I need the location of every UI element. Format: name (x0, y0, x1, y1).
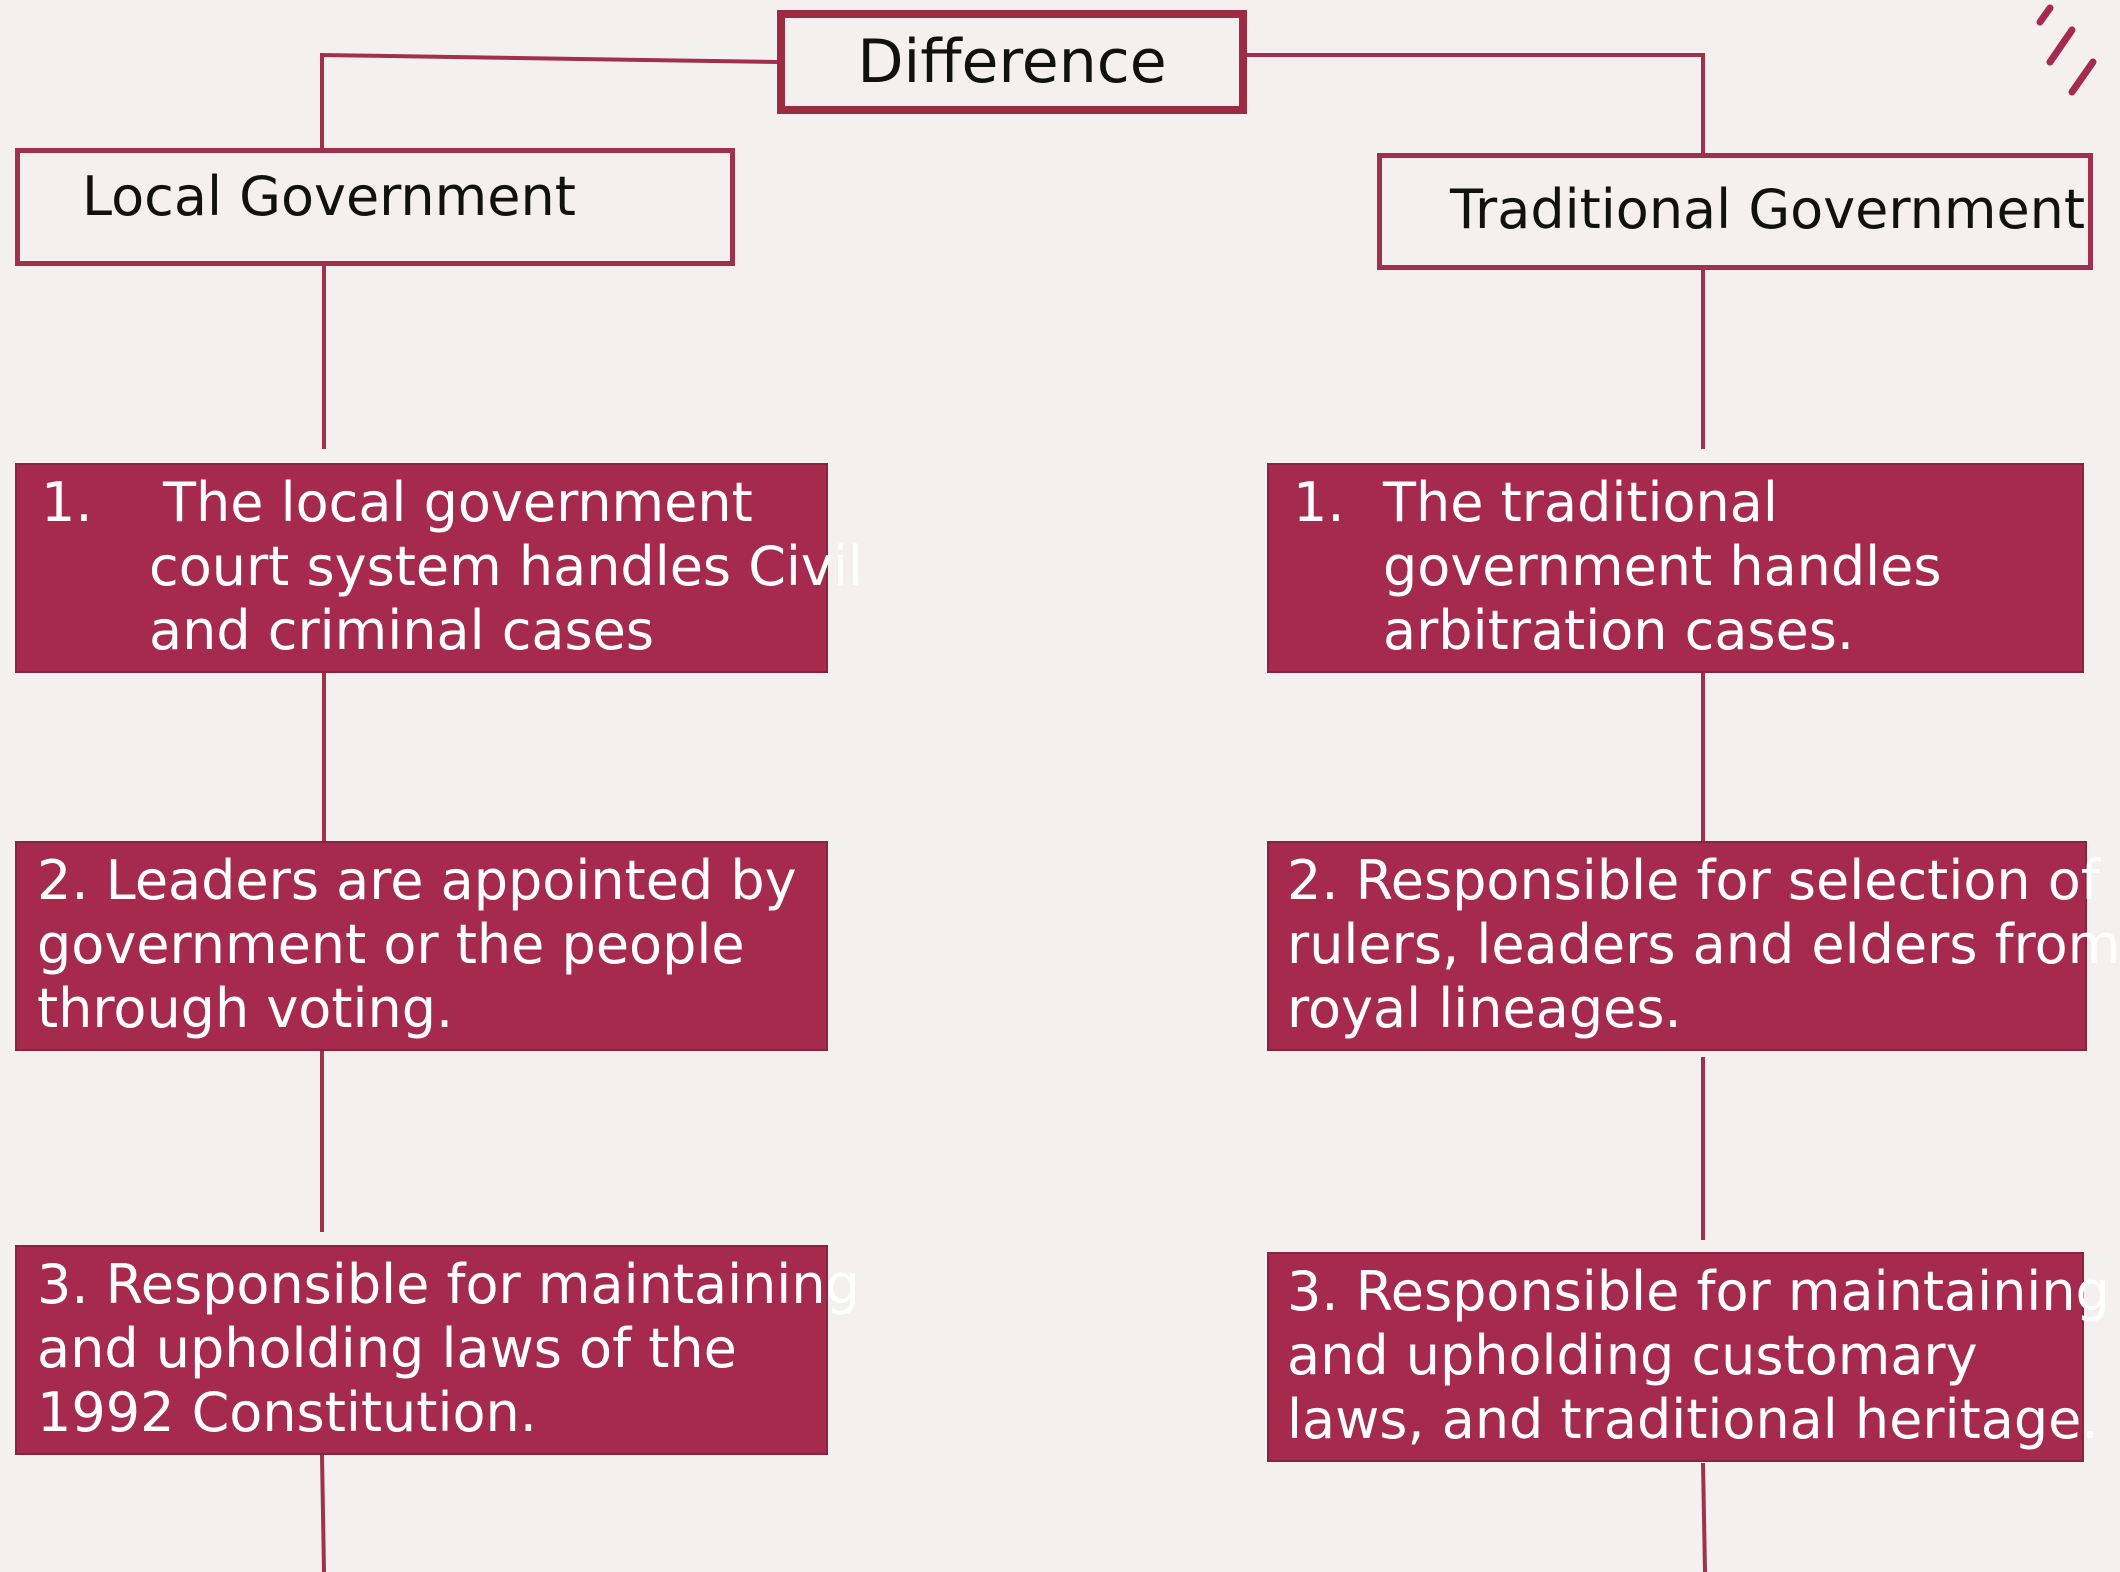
traditional-card-1: 1. The traditional government handles ar… (1267, 463, 2084, 673)
connector-right-card3-bottom (1701, 1462, 1707, 1572)
local-card-1-line-3: and criminal cases (149, 599, 655, 662)
traditional-card-1-number: 1. (1293, 471, 1345, 534)
traditional-card-2: 2. Responsible for selection of rulers, … (1267, 841, 2120, 1051)
local-card-3: 3. Responsible for maintaining and uphol… (15, 1245, 860, 1455)
local-card-2-line-1: 2. Leaders are appointed by (37, 849, 797, 912)
traditional-card-1-line-1: The traditional (1383, 471, 1778, 534)
local-card-3-line-1: 3. Responsible for maintaining (37, 1253, 860, 1316)
connector-title-left (320, 52, 778, 148)
local-government-header: Local Government (15, 148, 735, 266)
diagram-title: Difference (857, 27, 1167, 97)
local-card-3-line-2: and upholding laws of the (37, 1317, 737, 1380)
local-card-1-number: 1. (41, 471, 93, 534)
traditional-card-1-line-2: government handles (1383, 535, 1942, 598)
traditional-card-3: 3. Responsible for maintaining and uphol… (1267, 1252, 2110, 1462)
traditional-card-2-line-1: 2. Responsible for selection of (1287, 849, 2100, 912)
traditional-card-2-line-3: royal lineages. (1287, 977, 1682, 1040)
decorative-strokes (2036, 4, 2097, 96)
traditional-card-1-line-3: arbitration cases. (1383, 599, 1855, 662)
local-card-2-line-2: government or the people (37, 913, 745, 976)
local-card-3-line-3: 1992 Constitution. (37, 1381, 537, 1444)
traditional-government-header: Traditional Government (1377, 153, 2093, 270)
connector-left-card3-bottom (320, 1454, 326, 1572)
local-card-1-line-1: The local government (163, 471, 753, 534)
traditional-card-3-line-2: and upholding customary (1287, 1324, 1978, 1387)
traditional-card-3-line-1: 3. Responsible for maintaining (1287, 1260, 2110, 1323)
diagram-title-box: Difference (777, 10, 1247, 114)
local-government-header-label: Local Government (82, 165, 576, 228)
local-card-2-line-3: through voting. (37, 977, 454, 1040)
local-card-1: 1. The local government court system han… (15, 463, 863, 673)
connector-title-right (1247, 53, 1705, 153)
traditional-card-3-line-3: laws, and traditional heritage. (1287, 1388, 2099, 1451)
traditional-government-header-label: Traditional Government (1450, 178, 2086, 241)
local-card-2: 2. Leaders are appointed by government o… (15, 841, 828, 1051)
traditional-card-2-line-2: rulers, leaders and elders from (1287, 913, 2120, 976)
local-card-1-line-2: court system handles Civil (149, 535, 863, 598)
